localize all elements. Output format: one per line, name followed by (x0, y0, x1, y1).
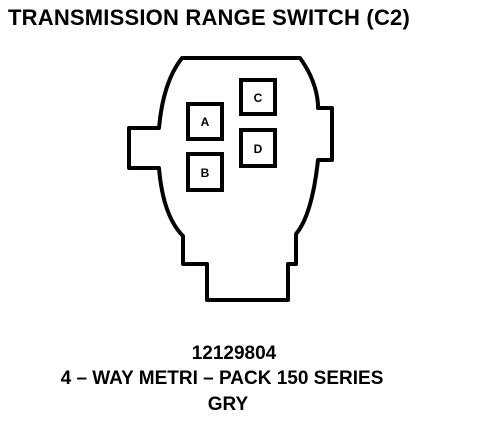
connector-description: 4 – WAY METRI – PACK 150 SERIES (60, 368, 384, 389)
cavity-c: C (239, 78, 277, 116)
cavity-d: D (239, 128, 277, 168)
cavity-c-label: C (254, 91, 263, 105)
connector-color: GRY (207, 394, 249, 415)
part-number: 12129804 (191, 343, 277, 364)
cavity-a: A (186, 102, 224, 141)
diagram-title: TRANSMISSION RANGE SWITCH (C2) (8, 5, 410, 30)
cavity-d-label: D (254, 142, 263, 156)
cavity-b-label: B (201, 166, 210, 180)
cavity-a-label: A (201, 115, 210, 129)
connector-housing (127, 56, 334, 302)
cavity-b: B (186, 152, 224, 192)
